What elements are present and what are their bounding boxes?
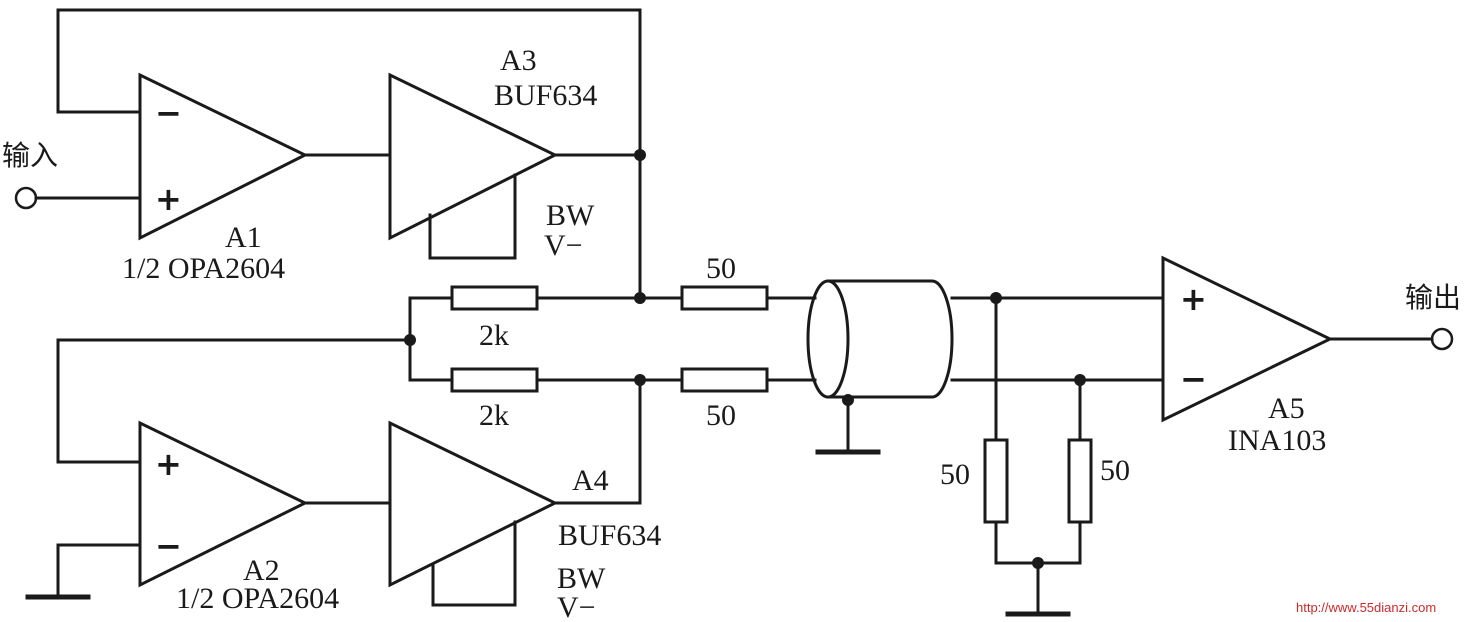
a4-out-wire [553,378,642,505]
resistor-50-top [680,285,769,311]
a4-bw-loop [431,520,517,607]
a2-plus-sign: + [155,445,182,483]
a4-v-label: V− [557,591,596,622]
op-amp-a1 [138,72,309,241]
a5-plus-sign: + [1180,280,1207,318]
a4-part: BUF634 [558,519,661,552]
bottom-feedback-wire [56,338,412,464]
a4-name: A4 [572,464,609,497]
a1-part: 1/2 OPA2604 [122,252,285,285]
resistor-2k-bottom [450,367,539,393]
a1-name: A1 [225,221,262,254]
a2-name: A2 [243,554,280,587]
resistor-50-term-right [1067,438,1093,524]
op-amp-a2 [138,420,309,588]
r-2k-top-label: 2k [479,319,509,352]
a3-v-label: V− [544,229,583,262]
a3-bw-label: BW [546,199,595,232]
watermark: http://www.55dianzi.com [1296,600,1436,615]
a4-bw-label: BW [557,562,606,595]
junction-coax-shield [842,394,854,406]
a5-part: INA103 [1228,424,1326,457]
input-label: 输入 [2,139,58,172]
r-50-term-left-label: 50 [940,458,970,491]
resistor-2k-top [450,285,539,311]
r-50-bottom-label: 50 [706,399,736,432]
buffer-a4 [388,420,559,588]
resistor-50-bottom [680,367,769,393]
a2-part: 1/2 OPA2604 [176,582,339,615]
coax-left-end [806,279,850,399]
buffer-a3 [388,72,559,241]
output-label: 输出 [1405,281,1461,314]
r-2k-bottom-label: 2k [479,399,509,432]
term-bottom-wire [994,520,1082,565]
a3-name: A3 [500,44,537,77]
output-terminal [1430,327,1454,351]
resistor-50-term-left [983,438,1009,524]
a3-part: BUF634 [494,79,597,112]
a5-name: A5 [1268,392,1305,425]
junction-top-rail [634,292,646,304]
a1-plus-sign: + [155,180,182,218]
coax-body [826,279,954,399]
a2-minus-sign: − [155,527,182,565]
r-50-term-right-label: 50 [1100,454,1130,487]
input-terminal [14,186,38,210]
top-feedback-wire [56,8,642,157]
a5-minus-sign: − [1180,360,1207,398]
a1-minus-sign: − [155,94,182,132]
a2-minus-ground-wire [56,543,142,597]
r-50-top-label: 50 [706,252,736,285]
a3-bw-loop [428,173,517,260]
in-amp-a5 [1161,255,1334,423]
